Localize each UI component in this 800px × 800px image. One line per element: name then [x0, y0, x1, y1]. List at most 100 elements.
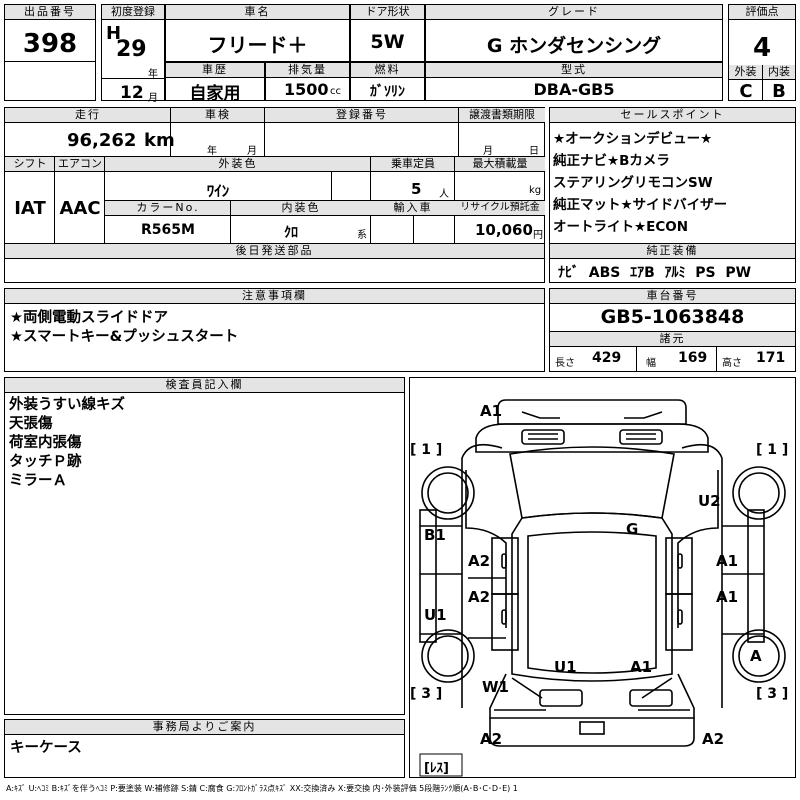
displacement-label: 排気量 [266, 63, 349, 78]
notes-line: ★スマートキー&プッシュスタート [10, 329, 239, 345]
fuel-box: 燃料 ｶﾞｿﾘﾝ [350, 62, 425, 101]
inspector-label: 検査員記入欄 [5, 378, 404, 393]
reg-month: 12 [120, 83, 144, 103]
color-no-label: カラーNo. [105, 201, 231, 216]
tag-rear-left: [ 3 ] [410, 686, 442, 702]
shift-label: シフト [5, 157, 55, 172]
max-load-label: 最大積載量 [455, 157, 545, 172]
transfer-label: 譲渡書類期限 [459, 108, 545, 123]
grade-label: グレード [426, 5, 722, 20]
lot-box: 出品番号 398 [4, 4, 96, 101]
lot-number: 398 [22, 29, 78, 59]
seats-label: 乗車定員 [371, 157, 455, 172]
sales-line: オートライト★ECON [553, 219, 689, 235]
damage-diagram-box: A1 G U2 B1 A2 A1 A2 A1 U1 U1 A1 A W1 A2 … [409, 377, 796, 778]
first-reg-label: 初度登録 [102, 5, 164, 20]
year-unit: 年 [148, 69, 158, 80]
chassis-label: 車台番号 [550, 289, 795, 304]
exterior-grade: C [739, 81, 753, 102]
fuel-label: 燃料 [351, 63, 424, 78]
recycle-label: リサイクル預託金 [455, 201, 545, 216]
inspection-label: 車検 [171, 108, 265, 123]
model: DBA-GB5 [533, 80, 615, 99]
displacement-unit: cc [330, 86, 341, 97]
month-unit: 月 [148, 93, 158, 104]
score: 4 [752, 33, 772, 63]
office-box: 事務局よりご案内 キーケース [4, 719, 405, 778]
seats-unit: 人 [439, 189, 449, 200]
tag-front-right: [ 1 ] [756, 442, 788, 458]
import-label: 輸入車 [371, 201, 455, 216]
mark-left-front-door: A2 [468, 552, 490, 570]
ext-color: ﾜｲﾝ [206, 182, 230, 200]
sales-label: セールスポイント [550, 108, 795, 123]
equipment-item: ｴｱB [630, 265, 655, 281]
legend: A:ｷｽﾞ U:ﾍｺﾐ B:ｷｽﾞを伴うﾍｺﾐ P:要塗装 W:補修跡 S:錆 … [6, 784, 518, 793]
displacement: 1500 [284, 80, 329, 99]
equipment-item: ﾅﾋﾞ [558, 265, 579, 281]
mark-right-front-door: A1 [716, 552, 738, 570]
car-diagram: A1 G U2 B1 A2 A1 A2 A1 U1 U1 A1 A W1 A2 … [410, 399, 788, 777]
equipment-label: 純正装備 [550, 244, 795, 259]
later-parts-label: 後日発送部品 [5, 244, 544, 259]
width-label: 幅 [646, 358, 656, 369]
mark-right-rear-wheel: A [750, 647, 762, 665]
mark-hood: G [626, 520, 638, 538]
score-box: 評価点 4 外装 内装 C B [728, 4, 796, 102]
office-text: キーケース [10, 740, 82, 756]
history-box: 車歴 自家用 [165, 62, 265, 104]
sales-line: 純正マット★サイドバイザー [553, 197, 728, 213]
sales-line: ★オークションデビュー★ [553, 131, 713, 147]
exterior-label: 外装 [729, 65, 763, 80]
equipment-list: ﾅﾋﾞ ABS ｴｱB ｱﾙﾐ PS PW [558, 262, 751, 282]
mark-right-front-fender: U2 [698, 492, 721, 510]
equipment-item: ABS [588, 265, 621, 281]
mark-left-quarter: U1 [424, 606, 447, 624]
notes-label: 注意事項欄 [5, 289, 544, 304]
displacement-box: 排気量 1500 cc [265, 62, 350, 101]
car-name: フリード＋ [207, 33, 308, 57]
chassis-number: GB5-1063848 [600, 306, 745, 328]
length-label: 長さ [555, 358, 575, 369]
mark-rear-bumper-left: A2 [480, 730, 502, 748]
mark-rear-right: A1 [630, 658, 652, 676]
reg-number-label: 登録番号 [265, 108, 459, 123]
inspector-line: 荷室内張傷 [9, 435, 82, 451]
model-box: 型式 DBA-GB5 [425, 62, 723, 101]
mileage-label: 走行 [5, 108, 171, 123]
inspector-line: ミラーＡ [9, 473, 67, 489]
mark-left-rear-door: A2 [468, 588, 490, 606]
mileage: 96,262 [67, 130, 137, 151]
int-color: ｸﾛ [284, 225, 298, 241]
transfer-day-unit: 日 [529, 146, 539, 157]
mark-rear-left: U1 [554, 658, 577, 676]
history: 自家用 [189, 84, 241, 104]
notes-line: ★両側電動スライドドア [10, 310, 168, 326]
mark-left-rear-wheel: W1 [482, 678, 509, 696]
dims-label: 諸元 [550, 332, 795, 347]
color-no: R565M [141, 222, 195, 238]
transfer-month-unit: 月 [483, 146, 493, 157]
interior-label: 内装 [763, 65, 795, 80]
sales-line: 純正ナビ★Bカメラ [553, 153, 670, 169]
inspector-lines: 外装うすい線キズ 天張傷 荷室内張傷 タッチＰ跡 ミラーＡ [9, 396, 125, 491]
history-label: 車歴 [166, 63, 264, 78]
width: 169 [678, 350, 708, 366]
first-registration-box: 初度登録 H 29 年 12 月 [101, 4, 165, 104]
model-label: 型式 [426, 63, 722, 78]
inspection-year-unit: 年 [207, 146, 217, 157]
notes-box: 注意事項欄 ★両側電動スライドドア ★スマートキー&プッシュスタート [4, 288, 545, 372]
seats: 5 [411, 180, 422, 198]
equipment-item: PS [695, 265, 716, 281]
fuel: ｶﾞｿﾘﾝ [370, 84, 405, 100]
lot-label: 出品番号 [5, 5, 95, 20]
inspector-line: 外装うすい線キズ [9, 397, 125, 413]
length: 429 [592, 350, 622, 366]
int-color-label: 内装色 [231, 201, 371, 216]
chassis-box: 車台番号 GB5-1063848 諸元 長さ 429 幅 169 高さ 171 [549, 288, 796, 372]
mark-rear-bumper-right: A2 [702, 730, 724, 748]
door-type: 5W [370, 31, 405, 53]
car-name-label: 車名 [166, 5, 349, 20]
max-load-unit: kg [529, 185, 542, 196]
office-label: 事務局よりご案内 [5, 720, 404, 735]
